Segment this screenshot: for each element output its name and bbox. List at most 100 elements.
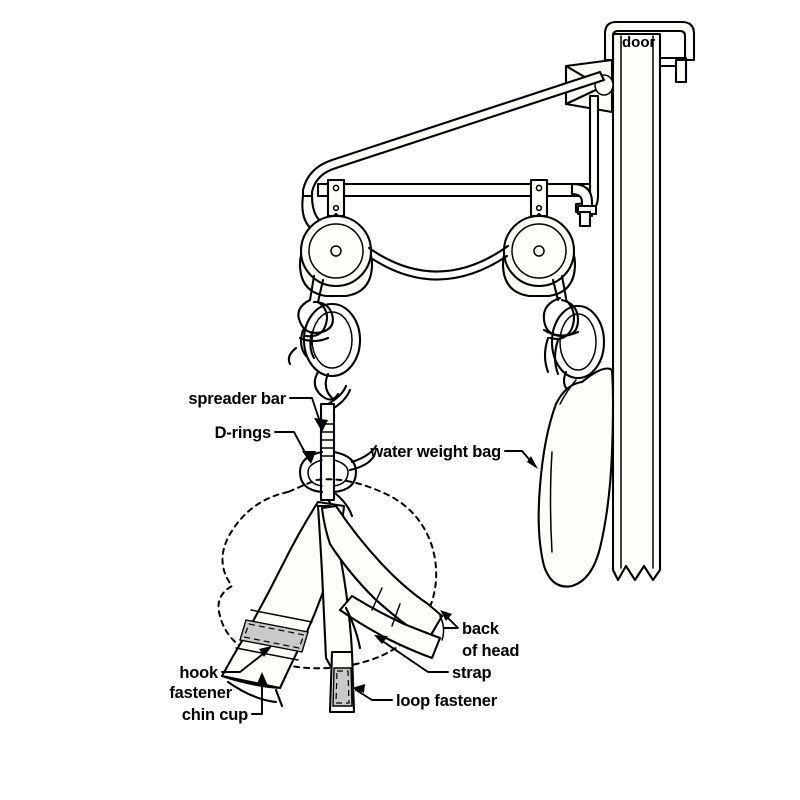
labels-group: door spreader bar D-rings water weight b… — [169, 34, 655, 724]
label-d-rings: D-rings — [215, 424, 271, 442]
pulley-left-hanger-bolt-2 — [332, 204, 340, 212]
arrow-loop-fastener — [352, 684, 365, 693]
arrow-d-rings — [302, 451, 316, 464]
rope-sag-lower — [369, 254, 509, 281]
d-ring-strap-tail-a — [350, 444, 378, 464]
halter-right-panel — [320, 504, 445, 660]
pulley-right-hanger-bolt-2 — [535, 204, 543, 212]
left-ring-link — [313, 370, 340, 401]
pulley-bar — [316, 182, 592, 198]
leader-chin-cup — [251, 677, 263, 715]
bag-seam — [549, 451, 553, 553]
left-knot-tail-c — [287, 346, 298, 366]
water-weight-bag-body — [537, 367, 615, 588]
left-ring-outer — [302, 302, 362, 378]
pulley-bar-stub-drop — [578, 210, 592, 228]
pulley-bar-group — [316, 182, 598, 228]
label-chin-cup: chin cup — [182, 706, 248, 724]
left-knot-tail-b — [309, 330, 316, 360]
leader-spreader-bar — [289, 397, 323, 429]
left-knot-tail-a — [300, 328, 308, 358]
leader-strap — [377, 637, 449, 673]
halter-seam-lower — [235, 647, 299, 661]
spreader-top-hook — [326, 384, 348, 406]
chin-cup-fold-2 — [274, 688, 284, 708]
pulley-right-wheel-groove — [511, 223, 567, 279]
chin-cup-fold — [226, 680, 278, 704]
leader-d-rings — [274, 431, 310, 461]
label-back-of-head-line2: of head — [462, 642, 519, 660]
left-ring-inner — [311, 311, 353, 369]
arrow-chin-cup — [256, 672, 268, 686]
door-group — [611, 32, 662, 582]
loop-fastener-patch — [332, 667, 353, 707]
rope-sag-upper — [367, 244, 510, 273]
support-arm-group — [301, 70, 606, 236]
loop-fastener-patch-dash — [335, 670, 350, 704]
d-ring-right — [332, 450, 358, 494]
left-knot-loop-b — [304, 300, 329, 338]
d-ring-strap-tail-b — [348, 454, 376, 472]
arrow-water-weight-bag — [527, 456, 538, 469]
label-strap: strap — [452, 664, 491, 682]
halter-center-panel — [316, 504, 356, 714]
right-knot-tail-b — [553, 338, 560, 376]
arrow-hook-fastener — [259, 646, 272, 657]
rope-left-descend-a — [308, 274, 316, 302]
right-ring-outer — [550, 304, 606, 380]
leader-hook-fastener — [221, 649, 269, 673]
strap-band — [338, 594, 442, 660]
pulley-right — [501, 178, 577, 298]
strap-seam-a — [371, 587, 383, 611]
support-arm-diagonal — [301, 70, 606, 202]
pulley-left-wheel-groove — [308, 223, 364, 279]
label-water-weight-bag: water weight bag — [369, 443, 501, 461]
bracket-plate-fold-lower — [564, 86, 602, 106]
arrow-strap — [374, 635, 388, 644]
strap-seam-b — [391, 603, 401, 627]
hook-fastener-patch — [239, 619, 309, 653]
d-ring-right-inner — [333, 459, 349, 487]
leader-back-of-head — [443, 613, 459, 629]
door-bracket-strap — [603, 20, 696, 62]
label-hook-fastener-line2: fastener — [169, 684, 232, 702]
arrow-spreader-bar — [314, 418, 328, 432]
label-hook-fastener-line1: hook — [179, 664, 219, 682]
label-door: door — [622, 34, 655, 51]
rope-group — [308, 244, 568, 304]
left-ring-link-2 — [324, 372, 334, 400]
door-hook-bracket — [603, 20, 696, 84]
hook-fastener-patch-dash — [243, 623, 305, 649]
halter-seam-upper — [250, 609, 313, 623]
left-knot-wrap — [298, 336, 330, 343]
label-back-of-head-line1: back — [462, 620, 500, 638]
door-bracket-drop — [674, 58, 688, 84]
bag-top-seam — [559, 379, 577, 405]
strap-tail-crease — [344, 606, 362, 650]
label-spreader-bar: spreader bar — [188, 390, 286, 408]
pulley-left-axle — [330, 245, 342, 257]
weight-bag-group — [537, 296, 615, 588]
spreader-bar-group — [298, 384, 378, 522]
right-knot-tail-a — [543, 336, 550, 374]
d-ring-left-inner — [307, 459, 323, 487]
chin-cup-edge — [220, 674, 282, 690]
halter-center-strap — [316, 504, 354, 678]
pulley-left — [298, 178, 374, 298]
pulley-right-hanger-bolt — [535, 184, 543, 192]
spreader-top-hook-2 — [332, 388, 352, 410]
leaders-group — [221, 397, 538, 715]
leader-loop-fastener — [355, 689, 393, 701]
pulley-right-axle — [533, 245, 545, 257]
right-ring-inner — [559, 313, 597, 371]
door-panel — [611, 32, 662, 582]
head-outline — [217, 478, 438, 670]
label-loop-fastener: loop fastener — [396, 692, 498, 710]
rope-left-descend-b — [316, 278, 325, 304]
d-ring-strap-tail-c — [334, 492, 354, 518]
rope-right-descend-b — [560, 274, 568, 300]
arrow-back-of-head — [440, 610, 452, 621]
rope-right-descend-a — [551, 278, 560, 302]
